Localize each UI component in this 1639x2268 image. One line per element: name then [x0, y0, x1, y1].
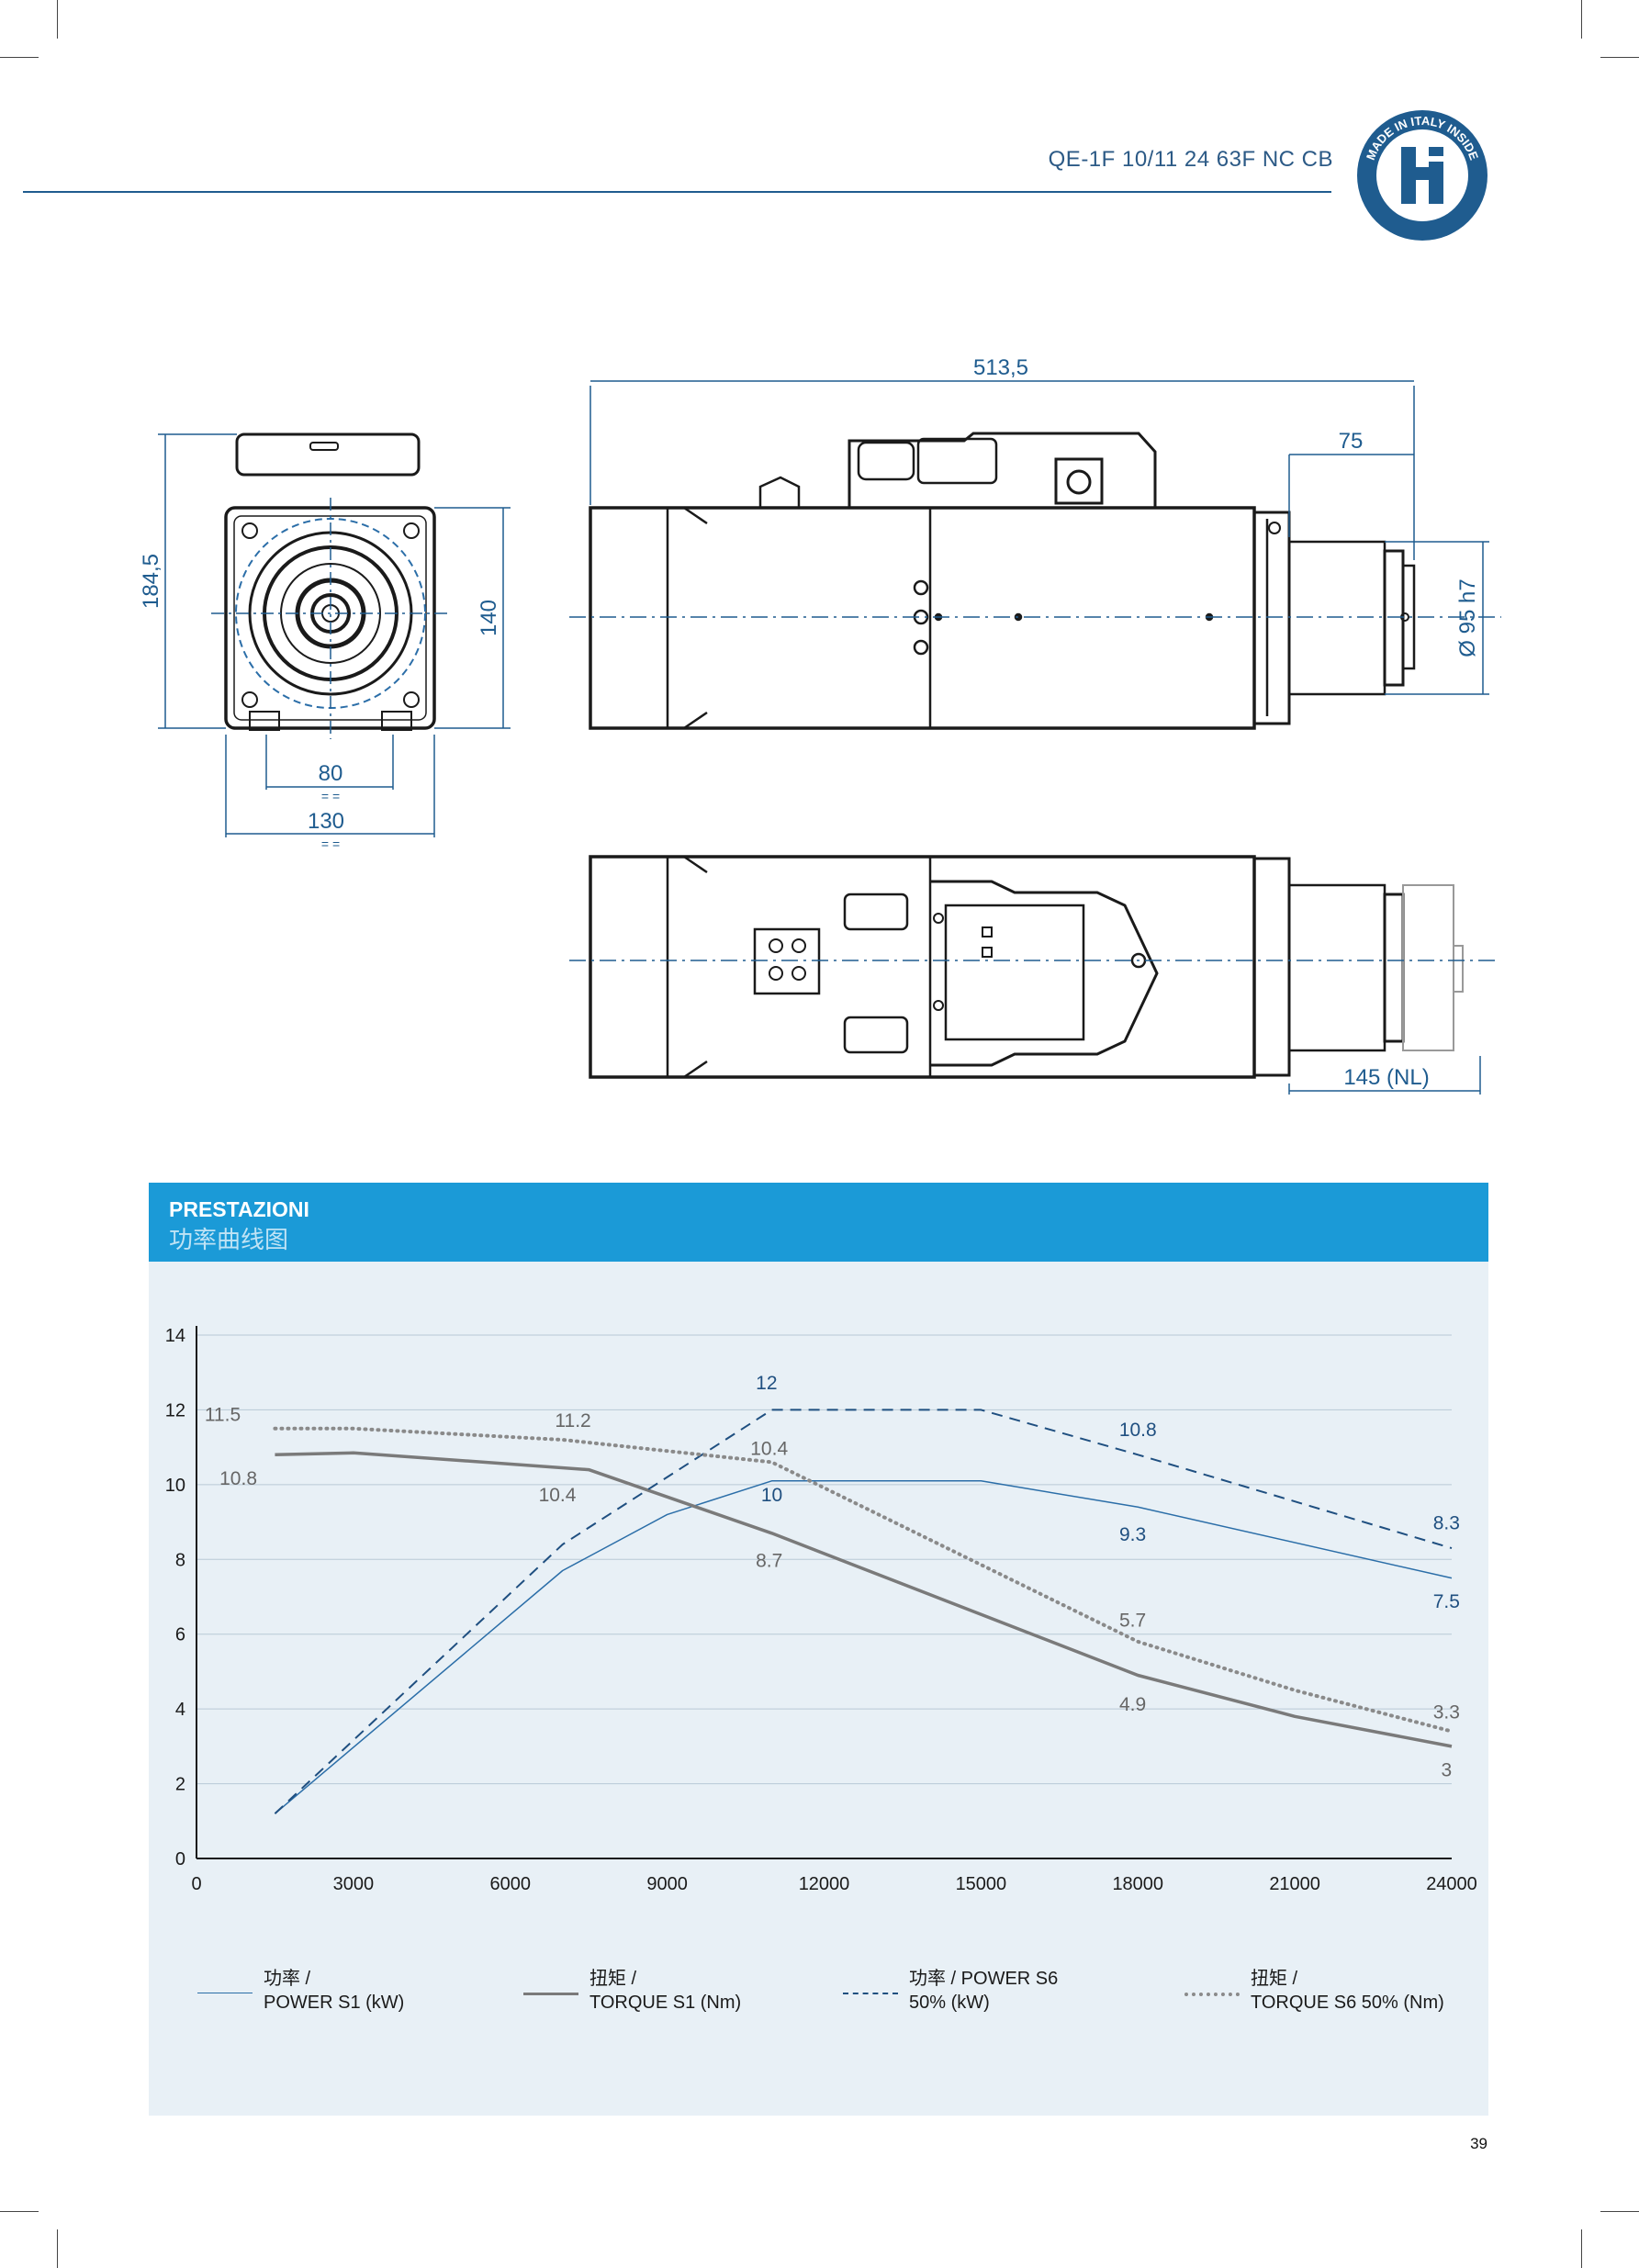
y-tick-label: 4: [175, 1700, 185, 1720]
legend-power-s6: 功率 / POWER S6 50% (kW): [843, 1967, 1082, 2015]
legend-label-line2: POWER S1 (kW): [264, 1993, 405, 2013]
series-line-3: [273, 1426, 1454, 1734]
performance-chart: 0 2 4 6 8 10 12 14 0 3000 6000 9000 12000 15000 18000 2…: [165, 1326, 1477, 1894]
series-line-0: [274, 1480, 1453, 1814]
legend-label-line2: TORQUE S6 50% (Nm): [1251, 1993, 1444, 2013]
dim-nose-length: 75: [1339, 429, 1364, 454]
crop-mark: [1581, 2229, 1582, 2268]
data-label: 9.3: [1119, 1524, 1146, 1545]
x-tick-label: 9000: [646, 1874, 688, 1894]
data-label: 12: [756, 1373, 777, 1394]
y-tick-label: 14: [165, 1326, 185, 1346]
panel-title: PRESTAZIONI: [169, 1197, 309, 1221]
page-number: 39: [1470, 2135, 1487, 2152]
data-label: 3: [1441, 1759, 1452, 1780]
data-label: 3.3: [1433, 1701, 1460, 1723]
data-label: 10.4: [750, 1438, 788, 1459]
panel-header: PRESTAZIONI 功率曲线图: [149, 1183, 1488, 1262]
x-tick-label: 21000: [1269, 1874, 1320, 1894]
crop-mark: [0, 2211, 39, 2212]
made-in-italy-badge: MADE IN ITALY INSIDE SINCE 1977: [1357, 110, 1487, 241]
panel-subtitle: 功率曲线图: [169, 1226, 289, 1253]
x-tick-label: 6000: [490, 1874, 532, 1894]
legend-torque-s1: 扭矩 / TORQUE S1 (Nm): [523, 1967, 762, 2015]
crop-mark: [57, 2229, 58, 2268]
data-label: 7.5: [1433, 1591, 1460, 1612]
crop-mark: [1581, 0, 1582, 39]
crop-mark: [1600, 2211, 1639, 2212]
series-line-2: [274, 1409, 1453, 1814]
x-tick-label: 3000: [333, 1874, 375, 1894]
legend-swatch-thick-solid: [523, 1993, 578, 1995]
crop-mark: [0, 57, 39, 58]
x-tick-label: 0: [191, 1874, 201, 1894]
dim-shaft-diameter: Ø 95 h7: [1455, 578, 1480, 657]
x-tick-label: 15000: [956, 1874, 1007, 1894]
legend-swatch-dotted: [1184, 1993, 1240, 1996]
front-dimensions: [158, 433, 511, 837]
x-tick-label: 24000: [1426, 1874, 1477, 1894]
dim-nose-length-nl: 145 (NL): [1343, 1065, 1429, 1090]
data-label: 10.8: [219, 1468, 257, 1489]
y-tick-label: 2: [175, 1775, 185, 1795]
performance-panel: PRESTAZIONI 功率曲线图 0 2 4 6 8 10 12 14 0 3000 6000 90…: [149, 1183, 1488, 2116]
data-label: 10.4: [539, 1485, 577, 1506]
symmetry-mark: = =: [321, 836, 340, 851]
series-line-1: [275, 1451, 1453, 1748]
symmetry-mark: = =: [321, 789, 340, 803]
legend-label-line2: 50% (kW): [909, 1993, 990, 2013]
legend-power-s1: 功率 / POWER S1 (kW): [197, 1967, 409, 2015]
y-tick-label: 12: [165, 1400, 185, 1420]
y-tick-label: 10: [165, 1476, 185, 1496]
dim-height-total: 184,5: [139, 554, 163, 609]
legend-label-line1: 扭矩 /: [1251, 1969, 1298, 1989]
legend-label-line1: 功率 / POWER S6: [909, 1969, 1059, 1989]
data-label: 11.5: [205, 1405, 241, 1426]
y-tick-label: 8: [175, 1550, 185, 1570]
data-label: 10: [761, 1485, 782, 1506]
side-view: [589, 432, 1416, 730]
bottom-view: [589, 855, 1464, 1079]
legend-label-line1: 扭矩 /: [589, 1969, 637, 1989]
technical-drawings: 513,5 75 Ø 95 h7 184,5 140 80 130 145 (N…: [139, 355, 1501, 1095]
crop-mark: [57, 0, 58, 39]
legend-swatch-dashed: [843, 1993, 898, 1994]
crop-mark: [1600, 57, 1639, 58]
dim-total-length: 513,5: [973, 355, 1028, 380]
data-label: 4.9: [1119, 1694, 1146, 1715]
bottom-dimensions: [569, 960, 1497, 1095]
legend-label-line1: 功率 /: [264, 1969, 311, 1989]
y-tick-label: 6: [175, 1625, 185, 1645]
x-tick-label: 18000: [1112, 1874, 1163, 1894]
data-label: 5.7: [1119, 1611, 1146, 1632]
x-tick-label: 12000: [799, 1874, 850, 1894]
legend-torque-s6: 扭矩 / TORQUE S6 50% (Nm): [1184, 1967, 1460, 2015]
h-logo-icon: [1401, 147, 1443, 204]
model-title: QE-1F 10/11 24 63F NC CB: [1048, 147, 1333, 172]
data-label: 10.8: [1119, 1420, 1157, 1441]
side-dimensions: [569, 380, 1501, 695]
y-tick-label: 0: [175, 1849, 185, 1869]
dim-body-size: 140: [477, 600, 501, 636]
data-label: 11.2: [555, 1410, 590, 1432]
legend-label-line2: TORQUE S1 (Nm): [589, 1993, 742, 2013]
data-label: 8.7: [756, 1550, 782, 1571]
data-label: 8.3: [1433, 1513, 1460, 1534]
dim-foot-width: 130: [308, 809, 344, 834]
dim-foot-spacing: 80: [319, 761, 343, 786]
header-rule: [23, 191, 1331, 193]
